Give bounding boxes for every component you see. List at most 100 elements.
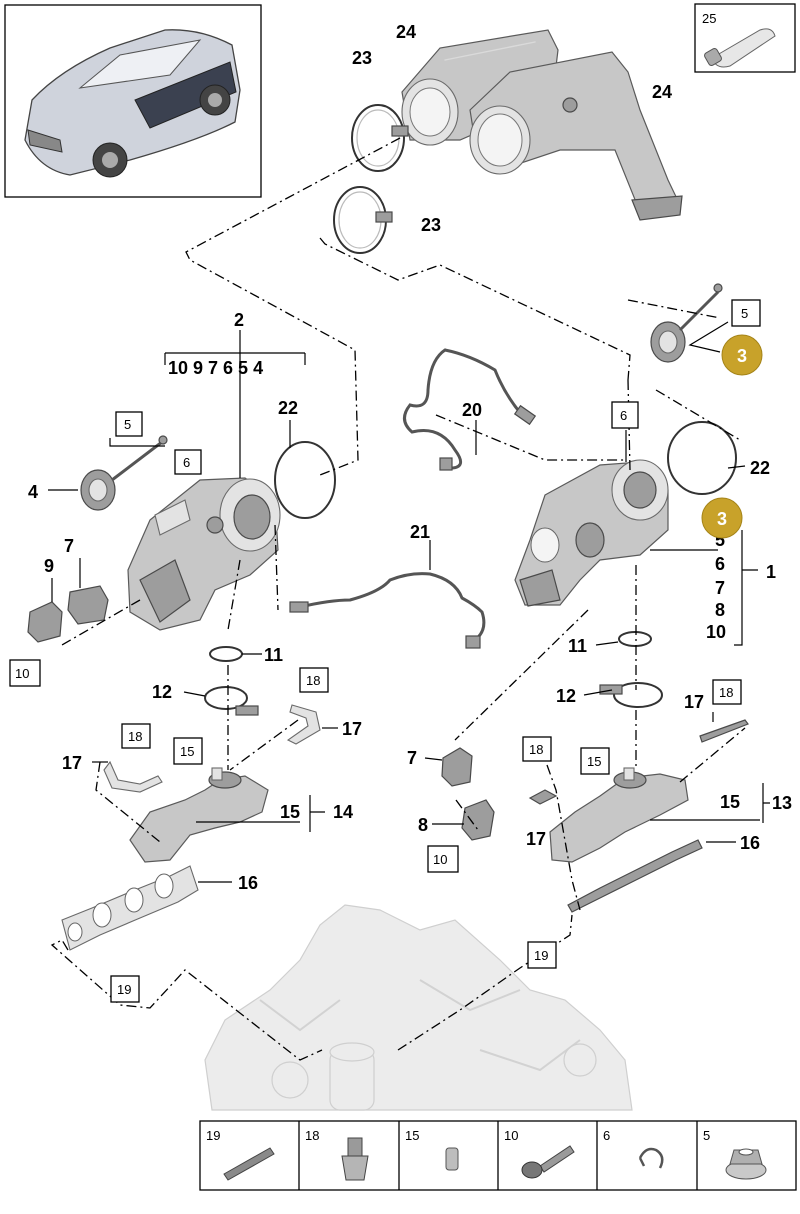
- catalytic-converter-right: [469, 51, 683, 221]
- callout-11-right: 11: [568, 636, 587, 656]
- svg-text:10: 10: [433, 852, 447, 867]
- callouts: 2 10 9 7 6 5 4 23 24 24 23 22 22 20 21 4…: [28, 22, 792, 893]
- svg-text:18: 18: [305, 1128, 319, 1143]
- engine-block-ghost: [204, 904, 633, 1111]
- boxed-callout-18-right-upper: 18: [712, 679, 742, 705]
- band-clamp-lower: [333, 186, 393, 254]
- boxed-callout-18-right-lower: 18: [522, 736, 552, 762]
- callout-16-left: 16: [238, 873, 258, 893]
- bracket-17-left-lower: [103, 760, 163, 793]
- boxed-callout-5-left: 5: [115, 411, 143, 437]
- svg-text:18: 18: [306, 673, 320, 688]
- svg-text:6: 6: [603, 1128, 610, 1143]
- boxed-callout-15-left: 15: [173, 737, 203, 765]
- bracket-17-right-lower: [528, 789, 558, 805]
- svg-text:3: 3: [737, 346, 747, 366]
- exhaust-manifold-right: [549, 767, 689, 863]
- callout-4: 4: [28, 482, 38, 502]
- svg-text:18: 18: [128, 729, 142, 744]
- valve-7-right: [441, 747, 473, 787]
- callout-11-left: 11: [264, 645, 283, 665]
- boxed-callout-6-left: 6: [174, 449, 202, 475]
- callout-1-item-5: 5: [715, 530, 725, 550]
- svg-text:3: 3: [717, 509, 727, 529]
- callout-15-right: 15: [720, 792, 740, 812]
- svg-text:5: 5: [703, 1128, 710, 1143]
- boxed-callout-18-left-upper: 18: [299, 667, 329, 693]
- wastegate-actuator-left: [80, 435, 168, 511]
- callout-1-item-8: 8: [715, 600, 725, 620]
- legend-cell-18: 18: [305, 1128, 369, 1181]
- callout-17-left-upper: 17: [342, 719, 362, 739]
- svg-text:6: 6: [183, 455, 190, 470]
- callout-9: 9: [44, 556, 54, 576]
- valve-8-right: [461, 799, 495, 841]
- seal-ring-22-left: [274, 441, 336, 519]
- callout-25: 25: [702, 11, 716, 26]
- manifold-gasket-right-16: [567, 839, 703, 913]
- callout-23-top: 23: [352, 48, 372, 68]
- callout-13: 13: [772, 793, 792, 813]
- oxygen-sensor-20: [403, 348, 537, 471]
- callout-24-top: 24: [396, 22, 416, 42]
- flange-nut-icon: [725, 1148, 767, 1180]
- svg-text:15: 15: [180, 744, 194, 759]
- legend-cell-10: 10: [504, 1128, 575, 1179]
- boxed-callout-10-left: 10: [9, 659, 41, 687]
- boxed-callout-18-left-lower: 18: [121, 723, 151, 749]
- boxed-callout-6-right: 6: [611, 401, 639, 429]
- svg-text:18: 18: [719, 685, 733, 700]
- oxygen-sensor-21: [289, 572, 486, 649]
- seal-ring-22-right: [667, 421, 737, 495]
- svg-text:19: 19: [206, 1128, 220, 1143]
- callout-1-item-6: 6: [715, 554, 725, 574]
- boxed-callout-19-right: 19: [527, 941, 557, 969]
- callout-7-left: 7: [64, 536, 74, 556]
- svg-text:6: 6: [620, 408, 627, 423]
- svg-text:15: 15: [587, 754, 601, 769]
- svg-text:19: 19: [117, 982, 131, 997]
- legend-cell-19: 19: [206, 1128, 275, 1181]
- manifold-gasket-left-16: [61, 865, 199, 951]
- callout-22-right: 22: [750, 458, 770, 478]
- svg-text:5: 5: [741, 306, 748, 321]
- bolt-icon: [521, 1145, 575, 1179]
- callout-7-right: 7: [407, 748, 417, 768]
- highlight-badge-3-upper: 3: [721, 334, 763, 376]
- v-band-clamp-12-right: [599, 682, 663, 708]
- stud-nut-icon: [341, 1137, 369, 1181]
- callout-21: 21: [410, 522, 430, 542]
- boxed-callouts: 5 6 10 5 6 18 18 15 18 18 15 10 19 19: [9, 299, 761, 1003]
- callout-23-lower: 23: [421, 215, 441, 235]
- wastegate-actuator-right: [650, 283, 723, 363]
- leader-lines: [48, 321, 770, 883]
- turbocharger-right: [514, 459, 669, 607]
- valve-7-left: [67, 585, 109, 625]
- highlight-badge-3-lower: 3: [701, 497, 743, 539]
- assembly-lines: [50, 137, 746, 1061]
- callout-12-left: 12: [152, 682, 172, 702]
- callout-15-left: 15: [280, 802, 300, 822]
- svg-text:19: 19: [534, 948, 548, 963]
- callout-8: 8: [418, 815, 428, 835]
- callout-20: 20: [462, 400, 482, 420]
- bracket-17-right-upper: [699, 719, 749, 743]
- seal-ring-11-right: [618, 631, 652, 647]
- callout-16-right: 16: [740, 833, 760, 853]
- svg-text:10: 10: [15, 666, 29, 681]
- callout-17-right-lower: 17: [526, 829, 546, 849]
- vehicle-thumbnail: [4, 4, 262, 198]
- boxed-callout-15-right: 15: [580, 747, 610, 775]
- pin-icon: [223, 1147, 275, 1181]
- boxed-callout-10-right: 10: [427, 845, 459, 873]
- boxed-callout-19-left: 19: [110, 975, 140, 1003]
- legend-cell-6: 6: [603, 1128, 664, 1169]
- clip-icon: [638, 1147, 664, 1169]
- svg-text:18: 18: [529, 742, 543, 757]
- callout-12-right: 12: [556, 686, 576, 706]
- callout-24-right: 24: [652, 82, 672, 102]
- parts-legend-bar: 19 18 15 10 6 5: [199, 1120, 797, 1191]
- callout-14: 14: [333, 802, 353, 822]
- bracket-17-left-upper: [286, 704, 321, 745]
